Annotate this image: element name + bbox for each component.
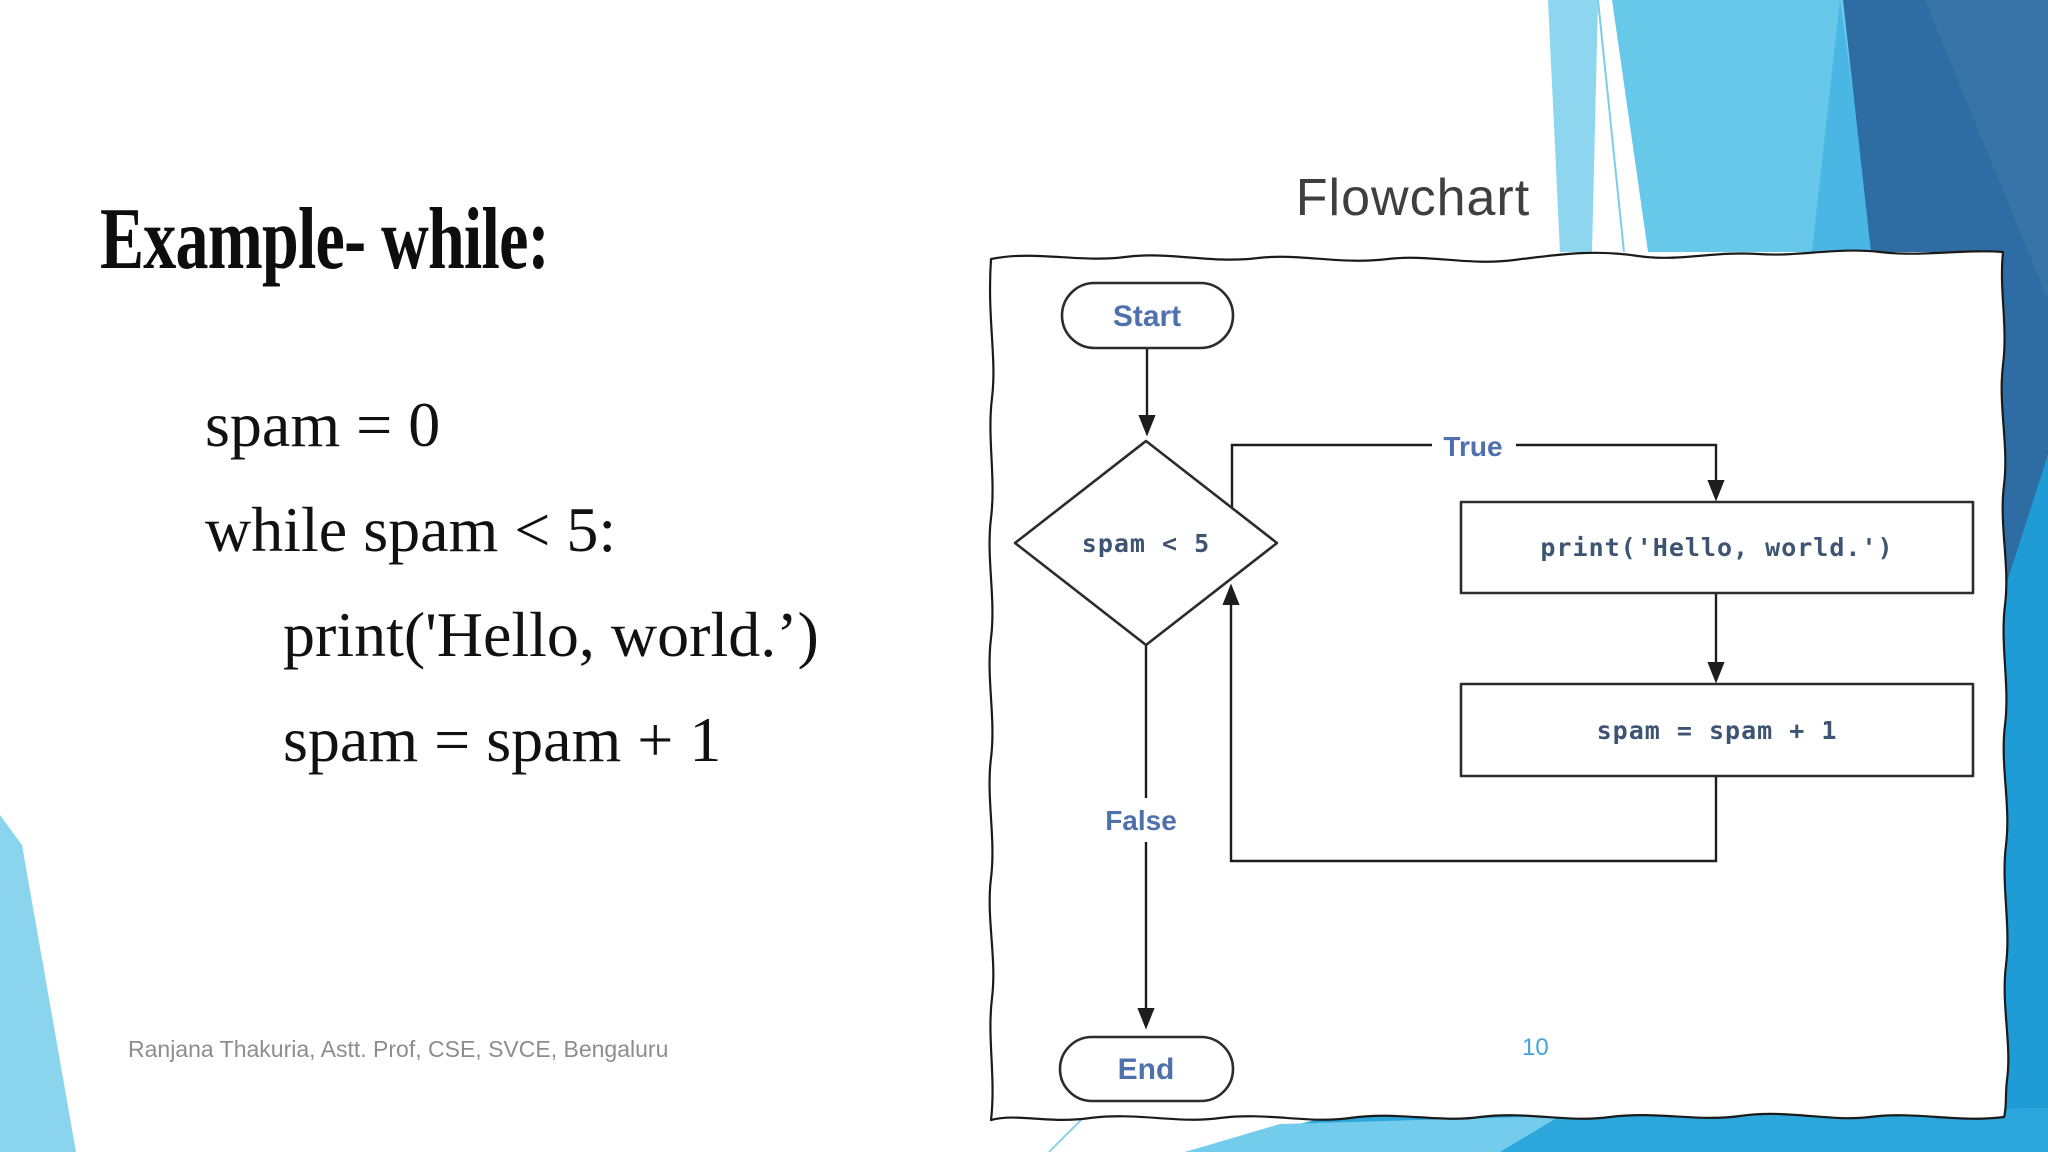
slide-title: Example- while: xyxy=(100,190,550,288)
increment-box xyxy=(1459,682,1975,778)
code-line: print('Hello, world.’) xyxy=(283,599,819,670)
start-node xyxy=(1060,281,1235,350)
code-line: spam = 0 xyxy=(205,389,441,460)
decor-light-wedge-bottom-right xyxy=(1185,1116,1560,1152)
code-line: spam = spam + 1 xyxy=(283,704,722,775)
print-box-label: print('Hello, world.') xyxy=(1540,533,1893,562)
condition-diamond xyxy=(1013,439,1279,647)
end-node-label: End xyxy=(1118,1053,1175,1086)
condition-label: spam < 5 xyxy=(1082,529,1210,558)
true-label-gap xyxy=(1432,430,1516,462)
start-node-label: Start xyxy=(1113,300,1181,333)
false-label-gap xyxy=(1100,798,1184,842)
code-line: while spam < 5: xyxy=(205,494,617,565)
decor-dark-accent-top-right xyxy=(1925,0,2048,300)
decor-wedge-bottom-left xyxy=(0,815,76,1152)
connector-loop-back xyxy=(1222,583,1718,863)
decor-medium-band-top-right xyxy=(1812,0,1875,252)
decor-thin-line-top-right xyxy=(1597,0,1625,253)
end-node xyxy=(1058,1035,1235,1103)
print-box xyxy=(1459,500,1975,595)
true-branch-label: True xyxy=(1443,431,1502,462)
increment-box-label: spam = spam + 1 xyxy=(1597,716,1838,745)
decor-pale-sliver-top-right xyxy=(1548,0,1598,252)
decor-thin-line-bottom xyxy=(1048,1115,1086,1152)
flowchart-heading: Flowchart xyxy=(1295,169,1531,227)
footer-credit: Ranjana Thakuria, Astt. Prof, CSE, SVCE,… xyxy=(128,1036,669,1062)
code-block: spam = 0 while spam < 5: print('Hello, w… xyxy=(205,372,819,792)
decor-light-triangle-top-right xyxy=(1612,0,1875,252)
page-number: 10 xyxy=(1522,1034,1549,1061)
false-branch-label: False xyxy=(1105,805,1177,836)
